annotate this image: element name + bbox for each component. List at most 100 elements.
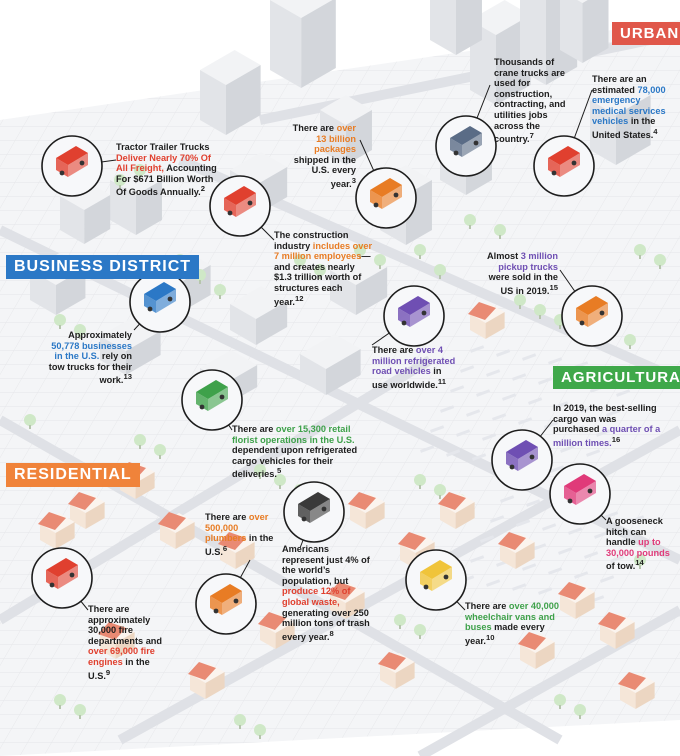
building bbox=[590, 80, 651, 165]
pickup-truck-icon bbox=[561, 285, 623, 347]
tree bbox=[74, 324, 86, 339]
wheelchair-vans-annotation: There are over 40,000 wheelchair vans an… bbox=[465, 601, 559, 646]
tree bbox=[54, 314, 66, 329]
package-van-icon bbox=[355, 167, 417, 229]
tree bbox=[414, 624, 426, 639]
field-row bbox=[476, 389, 491, 397]
tree bbox=[274, 474, 286, 489]
refrigerated-truck-icon bbox=[383, 285, 445, 347]
house bbox=[258, 612, 295, 649]
field-row bbox=[594, 531, 609, 539]
agricultural-banner: AGRICULTURAL bbox=[553, 366, 680, 389]
field-row bbox=[466, 409, 481, 417]
field-row bbox=[584, 551, 599, 559]
refrigerated-vehicles-annotation: There are over 4 million refrigerated ro… bbox=[372, 345, 456, 390]
house bbox=[378, 652, 415, 689]
house bbox=[348, 492, 385, 529]
tree bbox=[414, 244, 426, 259]
field-row bbox=[430, 425, 445, 433]
field-row bbox=[522, 353, 537, 361]
tree bbox=[494, 224, 506, 239]
field-row bbox=[600, 575, 615, 583]
field-row bbox=[470, 555, 485, 563]
cargo-van-icon bbox=[491, 429, 553, 491]
field-row bbox=[610, 555, 625, 563]
field-row bbox=[492, 413, 507, 421]
tree bbox=[654, 254, 666, 269]
building bbox=[330, 252, 388, 315]
field-row bbox=[420, 445, 435, 453]
field-row bbox=[470, 345, 485, 353]
field-row bbox=[482, 433, 497, 441]
field-row bbox=[472, 453, 487, 461]
gooseneck-trailer-icon bbox=[549, 463, 611, 525]
field-row bbox=[490, 515, 505, 523]
tree bbox=[134, 164, 146, 179]
tree bbox=[234, 714, 246, 729]
tractor-trailer-icon bbox=[41, 135, 103, 197]
house bbox=[518, 632, 555, 669]
tractor-trailer-annotation: Tractor Trailer Trucks Deliver Nearly 70… bbox=[116, 142, 217, 198]
fire-engines-annotation: There are approximately 30,000 fire depa… bbox=[88, 604, 163, 681]
pickup-trucks-annotation: Almost 3 million pickup trucks were sold… bbox=[487, 251, 558, 296]
tree bbox=[214, 284, 226, 299]
house bbox=[98, 622, 135, 659]
trash-annotation: Americans represent just 4% of the world… bbox=[282, 544, 370, 642]
field-row bbox=[440, 405, 455, 413]
gooseneck-annotation: A gooseneck hitch can handle up to 30,00… bbox=[606, 516, 670, 572]
residential-banner: RESIDENTIAL bbox=[6, 463, 140, 487]
field-row bbox=[580, 405, 595, 413]
field-row bbox=[516, 519, 531, 527]
field-row bbox=[502, 393, 517, 401]
tree bbox=[394, 614, 406, 629]
tree bbox=[114, 174, 126, 189]
tree bbox=[514, 294, 526, 309]
field-row bbox=[606, 409, 621, 417]
field-row bbox=[604, 511, 619, 519]
field-row bbox=[480, 535, 495, 543]
building bbox=[270, 0, 336, 88]
tree bbox=[634, 554, 646, 569]
plumber-van-icon bbox=[195, 573, 257, 635]
house bbox=[558, 582, 595, 619]
tree bbox=[294, 254, 306, 269]
tree bbox=[314, 264, 326, 279]
building bbox=[60, 181, 111, 244]
field-row bbox=[500, 495, 515, 503]
field-row bbox=[548, 567, 563, 575]
field-row bbox=[538, 377, 553, 385]
wheelchair-van-icon bbox=[405, 549, 467, 611]
house bbox=[158, 512, 195, 549]
fire-engine-icon bbox=[31, 547, 93, 609]
field-row bbox=[596, 429, 611, 437]
house bbox=[438, 492, 475, 529]
field-row bbox=[512, 373, 527, 381]
field-row bbox=[620, 535, 635, 543]
tree bbox=[434, 264, 446, 279]
construction-annotation: The construction industry includes over … bbox=[274, 230, 373, 307]
house bbox=[598, 612, 635, 649]
field-row bbox=[486, 369, 501, 377]
house bbox=[328, 582, 365, 619]
house bbox=[218, 532, 255, 569]
tree bbox=[434, 484, 446, 499]
tree bbox=[464, 214, 476, 229]
building bbox=[430, 0, 482, 55]
building bbox=[200, 50, 261, 135]
tree bbox=[54, 694, 66, 709]
field-row bbox=[450, 385, 465, 393]
field-row bbox=[446, 449, 461, 457]
field-row bbox=[456, 429, 471, 437]
tree bbox=[574, 704, 586, 719]
crane-trucks-annotation: Thousands of crane trucks are used for c… bbox=[494, 57, 566, 145]
field-row bbox=[548, 357, 563, 365]
building bbox=[230, 286, 288, 345]
house bbox=[188, 662, 225, 699]
field-row bbox=[522, 563, 537, 571]
tree bbox=[624, 334, 636, 349]
tree bbox=[134, 434, 146, 449]
cargo-van-annotation: In 2019, the best-selling cargo van was … bbox=[553, 403, 661, 448]
tow-trucks-annotation: Approximately 50,778 businesses in the U… bbox=[48, 330, 132, 386]
